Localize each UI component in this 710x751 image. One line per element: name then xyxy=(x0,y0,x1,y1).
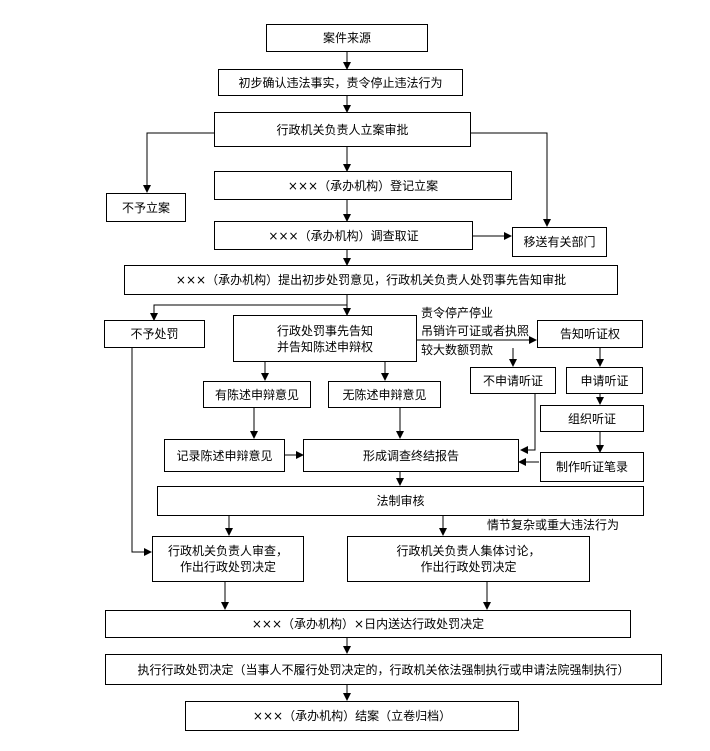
node-penalty-proposal: ×××（承办机构）提出初步处罚意见，行政机关负责人处罚事先告知审批 xyxy=(124,265,618,295)
node-collective-discussion: 行政机关负责人集体讨论， 作出行政处罚决定 xyxy=(347,536,590,582)
node-no-filing: 不予立案 xyxy=(106,193,186,222)
collective-line-1: 行政机关负责人集体讨论， xyxy=(396,544,541,558)
node-no-penalty: 不予处罚 xyxy=(104,320,205,348)
node-has-defense: 有陈述申辩意见 xyxy=(203,381,311,408)
node-case-source: 案件来源 xyxy=(266,24,428,52)
node-final-report: 形成调查终结报告 xyxy=(303,439,519,472)
head-review-line-1: 行政机关负责人审查， xyxy=(167,544,288,558)
node-preliminary-confirmation: 初步确认违法事实，责令停止违法行为 xyxy=(218,69,463,96)
node-hearing-record: 制作听证笔录 xyxy=(540,452,644,482)
collective-line-2: 作出行政处罚决定 xyxy=(420,560,517,574)
node-record-defense: 记录陈述申辩意见 xyxy=(164,439,285,472)
node-prior-notice: 行政处罚事先告知 并告知陈述申辩权 xyxy=(233,315,417,362)
node-legal-review: 法制审核 xyxy=(157,486,644,516)
node-transfer-department: 移送有关部门 xyxy=(512,227,607,257)
head-review-line-2: 作出行政处罚决定 xyxy=(179,560,276,574)
label-suspend-production: 责令停产停业 xyxy=(421,306,494,320)
node-no-hearing-request: 不申请听证 xyxy=(470,367,556,394)
label-complex-violation: 情节复杂或重大违法行为 xyxy=(487,518,620,532)
node-no-defense: 无陈述申辩意见 xyxy=(328,381,441,408)
node-close-case: ×××（承办机构）结案（立卷归档） xyxy=(185,701,519,731)
node-investigate: ×××（承办机构）调查取证 xyxy=(214,221,473,250)
label-large-fine: 较大数额罚款 xyxy=(421,343,494,357)
node-filing-approval: 行政机关负责人立案审批 xyxy=(214,112,471,147)
node-register-case: ×××（承办机构）登记立案 xyxy=(214,171,512,200)
node-serve-decision: ×××（承办机构）×日内送达行政处罚决定 xyxy=(105,610,631,638)
label-revoke-license: 吊销许可证或者执照 xyxy=(421,324,530,338)
prior-notice-line-1: 行政处罚事先告知 xyxy=(276,323,373,338)
node-organize-hearing: 组织听证 xyxy=(540,405,644,432)
node-inform-hearing-right: 告知听证权 xyxy=(537,320,643,348)
node-execute-decision: 执行行政处罚决定（当事人不履行处罚决定的，行政机关依法强制执行或申请法院强制执行… xyxy=(105,654,662,685)
prior-notice-line-2: 并告知陈述申辩权 xyxy=(276,339,373,354)
node-request-hearing: 申请听证 xyxy=(566,367,643,394)
node-head-review: 行政机关负责人审查， 作出行政处罚决定 xyxy=(152,536,304,582)
